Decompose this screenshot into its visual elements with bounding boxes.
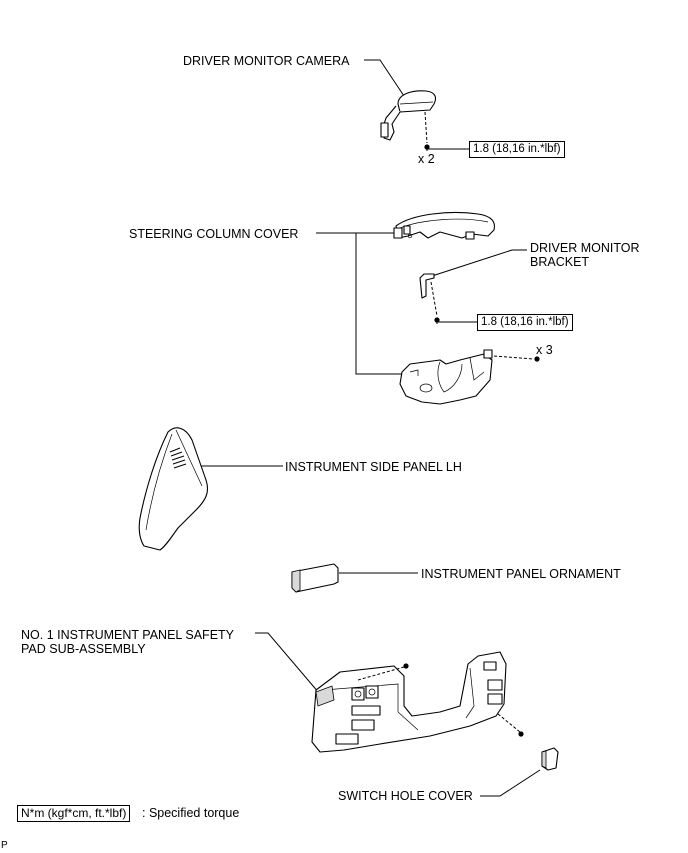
qty-cover-screws: x 3 (536, 343, 553, 357)
leader-camera (364, 59, 405, 97)
leader-lines (200, 59, 541, 797)
label-driver-monitor-camera: DRIVER MONITOR CAMERA (183, 54, 350, 68)
legend-unit-box: N*m (kgf*cm, ft.*lbf) (17, 805, 131, 822)
torque-box-bracket: 1.8 (18,16 in.*lbf) (477, 314, 573, 331)
switch-hole-cover-drawing (541, 747, 559, 771)
leader-column-cover-lower (355, 233, 402, 375)
steering-column-cover-lower-drawing (399, 349, 540, 405)
label-instrument-side-panel: INSTRUMENT SIDE PANEL LH (285, 460, 462, 474)
leader-switch-cover (480, 769, 541, 797)
legend-description: : Specified torque (142, 806, 240, 820)
driver-monitor-bracket-drawing (419, 273, 440, 324)
torque-box-camera: 1.8 (18,16 in.*lbf) (469, 141, 565, 158)
label-steering-column-cover: STEERING COLUMN COVER (129, 227, 299, 241)
label-driver-monitor-bracket-line1: DRIVER MONITOR (530, 241, 640, 255)
leader-safety-pad (255, 632, 326, 701)
side-panel-vent-slots (169, 447, 187, 469)
label-switch-hole-cover: SWITCH HOLE COVER (338, 789, 473, 803)
steering-column-cover-upper-drawing (393, 212, 496, 240)
safety-pad-switches (335, 661, 503, 745)
instrument-panel-ornament-drawing (291, 563, 339, 593)
label-driver-monitor-bracket-line2: BRACKET (530, 255, 590, 269)
instrument-side-panel-drawing (138, 427, 209, 551)
label-instrument-panel-ornament: INSTRUMENT PANEL ORNAMENT (421, 567, 621, 581)
leader-bracket (431, 249, 527, 277)
label-safety-pad-line1: NO. 1 INSTRUMENT PANEL SAFETY (21, 628, 235, 642)
qty-camera-screws: x 2 (418, 152, 435, 166)
corner-mark: P (1, 840, 8, 851)
safety-pad-drawing (311, 651, 524, 753)
driver-monitor-camera-drawing (380, 90, 436, 151)
label-safety-pad-line2: PAD SUB-ASSEMBLY (21, 642, 146, 656)
